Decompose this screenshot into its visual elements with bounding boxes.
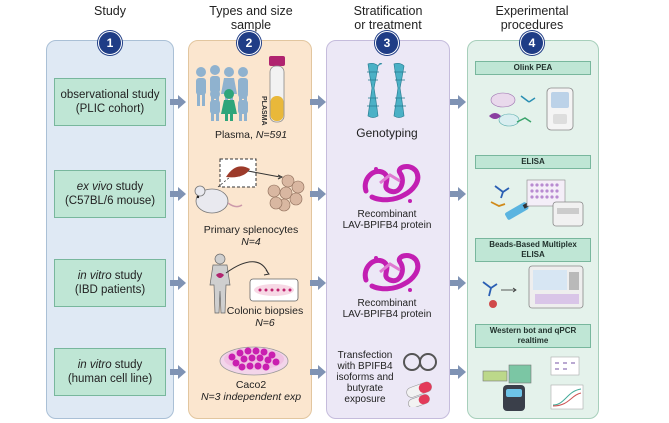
procedure-panel xyxy=(467,40,599,419)
arrow-right-icon xyxy=(310,276,326,290)
header-stratification: Stratification or treatment xyxy=(336,4,440,32)
splenocytes-caption: Primary splenocytes N=4 xyxy=(196,224,306,248)
mouse-spleen-icon xyxy=(194,158,305,214)
transfection-line1: Transfection xyxy=(337,350,393,361)
header-types: Types and size sample xyxy=(196,4,306,32)
procedure-elisa: ELISA xyxy=(475,155,591,169)
plasma-text: Plasma, xyxy=(214,129,256,141)
recombinant-2-caption: Recombinant LAV-BPIFB4 protein xyxy=(334,298,440,320)
colonic-n: N=6 xyxy=(255,317,275,329)
study-3-italic: in vitro xyxy=(77,270,112,282)
genotyping-caption: Genotyping xyxy=(356,126,418,140)
caco2-caption: Caco2 N=3 independent exp xyxy=(192,379,310,403)
protein-structure-icon xyxy=(362,164,421,203)
study-2-line2: (C57BL/6 mouse) xyxy=(64,195,156,207)
arrow-right-icon xyxy=(310,365,326,379)
treatment-panel xyxy=(326,40,450,419)
step-badge-2: 2 xyxy=(237,31,261,55)
study-1-line1: observational study xyxy=(60,89,160,101)
recombinant-2-line1: Recombinant xyxy=(357,298,417,309)
colonic-text: Colonic biopsies xyxy=(226,305,304,317)
caco2-dish-icon xyxy=(219,346,289,376)
transfection-line4: butyrate xyxy=(346,383,384,394)
arrow-right-icon xyxy=(170,95,186,109)
procedure-olink: Olink PEA xyxy=(475,61,591,75)
header-exp-line1: Experimental xyxy=(495,4,569,18)
arrow-right-icon xyxy=(170,187,186,201)
procedure-western-qpcr: Western bot and qPCR realtime xyxy=(475,324,591,348)
header-types-line2: sample xyxy=(230,18,272,32)
study-4-italic: in vitro xyxy=(77,359,112,371)
arrow-right-icon xyxy=(450,365,466,379)
caco2-text: Caco2 xyxy=(235,379,267,391)
recombinant-1-caption: Recombinant LAV-BPIFB4 protein xyxy=(334,209,440,231)
study-3-rest: study xyxy=(111,270,143,282)
plasmid-icon xyxy=(403,353,437,371)
human-body-biopsy-icon xyxy=(209,253,299,314)
header-exp-line2: procedures xyxy=(500,18,564,32)
arrow-right-icon xyxy=(450,187,466,201)
beads-line1: Beads-Based Multiplex xyxy=(489,240,577,249)
study-4-rest: study xyxy=(111,359,143,371)
caco2-n: N=3 independent exp xyxy=(200,391,302,403)
olink-instrument-icon xyxy=(489,87,574,131)
header-strat-line2: or treatment xyxy=(354,18,422,32)
header-types-line1: Types and size xyxy=(209,4,293,18)
study-3-line2: (IBD patients) xyxy=(74,284,146,296)
recombinant-1-line2: LAV-BPIFB4 protein xyxy=(342,220,432,231)
study-box-in-vitro-ibd: in vitro study (IBD patients) xyxy=(54,259,166,307)
plasma-caption: Plasma, N=591 xyxy=(196,129,306,141)
study-1-line2: (PLIC cohort) xyxy=(75,103,145,115)
plasma-tube-label: PLASMA xyxy=(260,96,267,126)
arrow-right-icon xyxy=(170,276,186,290)
arrow-right-icon xyxy=(450,95,466,109)
western-line2: realtime xyxy=(517,336,549,345)
transfection-caption: Transfection with BPIFB4 isoforms and bu… xyxy=(332,350,398,405)
recombinant-2-line2: LAV-BPIFB4 protein xyxy=(342,309,432,320)
plasma-n: N=591 xyxy=(255,129,288,141)
olink-label: Olink PEA xyxy=(513,63,553,72)
plasma-tube-icon xyxy=(269,56,285,123)
beads-line2: ELISA xyxy=(521,250,545,259)
procedure-beads-multiplex: Beads-Based Multiplex ELISA xyxy=(475,238,591,262)
elisa-plate-icon xyxy=(490,179,584,227)
colonic-caption: Colonic biopsies N=6 xyxy=(220,305,310,329)
transfection-line5: exposure xyxy=(344,394,386,405)
study-3-line1: in vitro study xyxy=(55,269,165,283)
arrow-right-icon xyxy=(170,365,186,379)
header-study-text: Study xyxy=(94,4,126,18)
protein-structure-icon xyxy=(362,253,421,292)
western-qpcr-icon xyxy=(482,356,584,411)
transfection-line2: with BPIFB4 xyxy=(337,361,393,372)
recombinant-1-line1: Recombinant xyxy=(357,209,417,220)
study-4-line2: (human cell line) xyxy=(67,373,153,385)
study-box-observational: observational study (PLIC cohort) xyxy=(54,78,166,126)
study-box-in-vitro-cell-line: in vitro study (human cell line) xyxy=(54,348,166,396)
people-group-icon xyxy=(196,65,248,121)
step-badge-1: 1 xyxy=(98,31,122,55)
arrow-right-icon xyxy=(310,187,326,201)
elisa-label: ELISA xyxy=(521,157,545,166)
study-2-rest: study xyxy=(112,181,144,193)
step-badge-4: 4 xyxy=(520,31,544,55)
arrow-right-icon xyxy=(450,276,466,290)
capsule-icon xyxy=(406,381,432,407)
transfection-line3: isoforms and xyxy=(336,372,394,383)
western-line1: Western bot and qPCR xyxy=(489,326,577,335)
study-4-line1: in vitro study xyxy=(55,358,165,372)
splenocytes-text: Primary splenocytes xyxy=(203,224,299,236)
arrow-right-icon xyxy=(310,95,326,109)
multiplex-analyzer-icon xyxy=(482,265,584,309)
study-2-italic: ex vivo xyxy=(76,181,113,193)
chromosome-icon xyxy=(367,62,406,118)
header-experimental: Experimental procedures xyxy=(478,4,586,32)
splenocytes-n: N=4 xyxy=(241,236,261,248)
step-badge-3: 3 xyxy=(375,31,399,55)
header-strat-line1: Stratification xyxy=(353,4,423,18)
header-study: Study xyxy=(80,4,140,18)
study-2-line1: ex vivo study xyxy=(55,180,165,194)
study-box-ex-vivo: ex vivo study (C57BL/6 mouse) xyxy=(54,170,166,218)
